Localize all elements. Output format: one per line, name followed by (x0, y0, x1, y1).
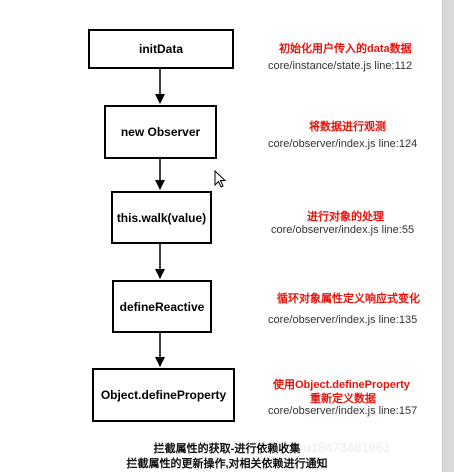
node-label: Object.defineProperty (100, 388, 227, 402)
node-init-data: initData (88, 29, 234, 69)
note-title: 使用Object.defineProperty (273, 379, 410, 391)
note-path: core/observer/index.js line:157 (268, 405, 418, 417)
note-path: core/observer/index.js line:55 (271, 224, 415, 236)
note-title: 进行对象的处理 (307, 211, 384, 223)
note-path: core/observer/index.js line:124 (268, 138, 418, 150)
note-title: 循环对象属性定义响应式变化 (277, 293, 420, 305)
node-label: new Observer (120, 125, 201, 139)
caption-line-2: 拦截属性的更新操作,对相关依赖进行通知 (126, 458, 328, 470)
mouse-pointer-icon (214, 170, 226, 188)
node-label: defineReactive (119, 299, 205, 314)
note-path: core/instance/state.js line:112 (268, 60, 413, 72)
node-new-observer: new Observer (104, 105, 217, 159)
caption-line-1: 拦截属性的获取-进行依赖收集 (153, 443, 301, 455)
node-define-reactive: defineReactive (112, 280, 212, 333)
note-title: 初始化用户传入的data数据 (279, 43, 412, 55)
node-label: initData (138, 42, 183, 56)
note-title-line2: 重新定义数据 (310, 393, 376, 405)
node-this-walk: this.walk(value) (111, 191, 212, 244)
node-object-define-property: Object.defineProperty (92, 368, 235, 422)
watermark: /u18473481961 (300, 440, 391, 455)
note-title: 将数据进行观测 (309, 121, 386, 133)
note-path: core/observer/index.js line:135 (268, 314, 418, 326)
scrollbar-strip (442, 0, 454, 472)
node-label: this.walk(value) (116, 210, 207, 225)
